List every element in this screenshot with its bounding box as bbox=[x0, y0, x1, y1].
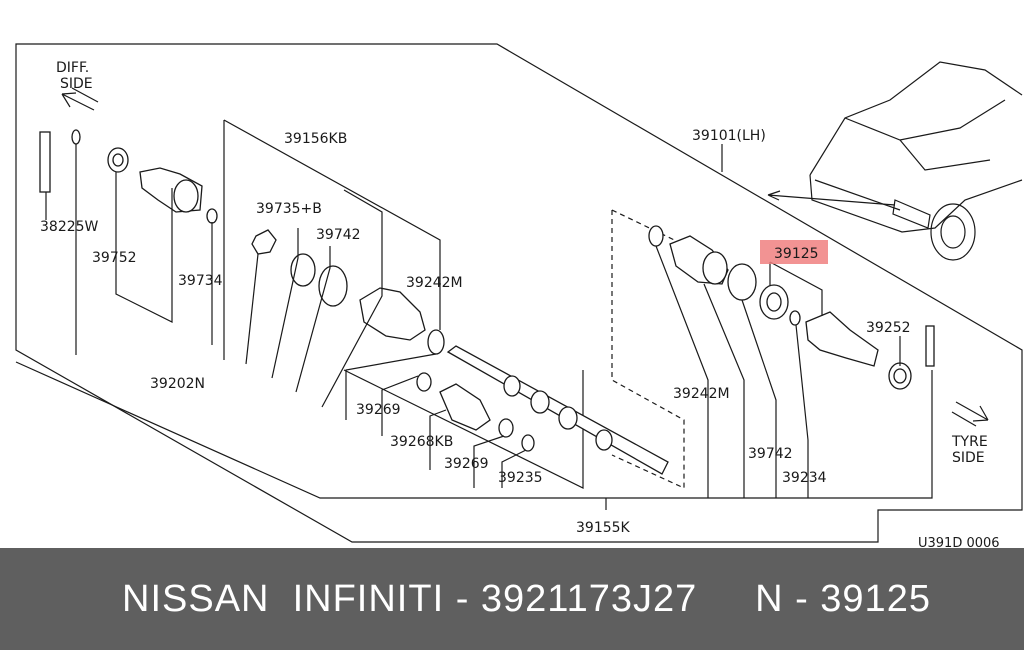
car-illustration bbox=[767, 61, 1023, 261]
diff-side-parts bbox=[39, 129, 445, 355]
part-39268kb bbox=[439, 383, 491, 431]
sub-frame-bottom bbox=[343, 369, 584, 489]
boot-kit-frame bbox=[611, 210, 685, 489]
inner-frame bbox=[15, 361, 933, 499]
label-39242m-a: 39242M bbox=[406, 275, 463, 291]
label-39235: 39235 bbox=[498, 470, 543, 486]
part-39234 bbox=[789, 310, 801, 326]
label-39269-a: 39269 bbox=[356, 402, 401, 418]
caption-bar: NISSAN INFINITI - 3921173J27 N - 39125 bbox=[0, 548, 1024, 650]
leader-lines bbox=[45, 144, 901, 510]
part-39742-ring-b bbox=[727, 263, 757, 301]
diff-side-indicator: DIFF. SIDE bbox=[56, 60, 99, 111]
part-cotter bbox=[925, 325, 935, 367]
part-39734 bbox=[206, 208, 218, 224]
label-39125: 39125 bbox=[774, 246, 819, 262]
label-39752: 39752 bbox=[92, 250, 137, 266]
label-39242m-b: 39242M bbox=[673, 386, 730, 402]
part-39269-b bbox=[498, 418, 514, 438]
label-39734: 39734 bbox=[178, 273, 223, 289]
label-39742-a: 39742 bbox=[316, 227, 361, 243]
label-39234: 39234 bbox=[782, 470, 827, 486]
label-39101-lh: 39101(LH) bbox=[692, 128, 766, 144]
label-39252: 39252 bbox=[866, 320, 911, 336]
location-arrow bbox=[767, 190, 896, 206]
highlight-39125 bbox=[760, 240, 828, 264]
part-39269-a bbox=[416, 372, 432, 392]
part-inner-boot bbox=[359, 287, 426, 341]
label-39735b: 39735+B bbox=[256, 201, 322, 217]
label-38225w: 38225W bbox=[40, 219, 99, 235]
caption-text: NISSAN INFINITI - 3921173J27 N - 39125 bbox=[122, 577, 931, 620]
part-39735b bbox=[251, 229, 277, 255]
tyre-label-line2: SIDE bbox=[952, 450, 985, 466]
part-39235 bbox=[521, 434, 535, 452]
label-39202n: 39202N bbox=[150, 376, 205, 392]
tyre-side-indicator: TYRE SIDE bbox=[951, 401, 989, 466]
part-39242m-band bbox=[318, 265, 348, 307]
tyre-side-parts bbox=[648, 225, 935, 390]
part-boot-band-b bbox=[648, 225, 664, 247]
label-39268kb: 39268KB bbox=[390, 434, 453, 450]
drive-shaft bbox=[446, 345, 669, 475]
label-39742-b: 39742 bbox=[748, 446, 793, 462]
label-39156kb: 39156KB bbox=[284, 131, 347, 147]
part-boot-band-a bbox=[427, 329, 445, 355]
diff-label-line2: SIDE bbox=[60, 76, 93, 92]
part-circlip-small bbox=[71, 129, 81, 145]
damper-parts bbox=[416, 372, 535, 452]
part-38225w bbox=[39, 131, 51, 193]
diff-arrow-icon bbox=[61, 87, 99, 111]
part-outer-cv bbox=[805, 311, 879, 367]
part-labels: 38225W 39752 39156KB 39735+B 39742 39734… bbox=[40, 128, 1000, 548]
diagram-frame bbox=[15, 43, 1023, 543]
part-39742-ring bbox=[290, 253, 316, 287]
parts-diagram: DIFF. SIDE TYRE SIDE bbox=[15, 43, 1023, 548]
tyre-arrow-icon bbox=[951, 401, 989, 427]
label-39155k: 39155K bbox=[576, 520, 631, 536]
tyre-label-line1: TYRE bbox=[951, 434, 988, 450]
diff-label-line1: DIFF. bbox=[56, 60, 89, 76]
label-39269-b: 39269 bbox=[444, 456, 489, 472]
figure-code: U391D 0006 bbox=[918, 536, 1000, 548]
sub-frame-top bbox=[223, 119, 441, 330]
